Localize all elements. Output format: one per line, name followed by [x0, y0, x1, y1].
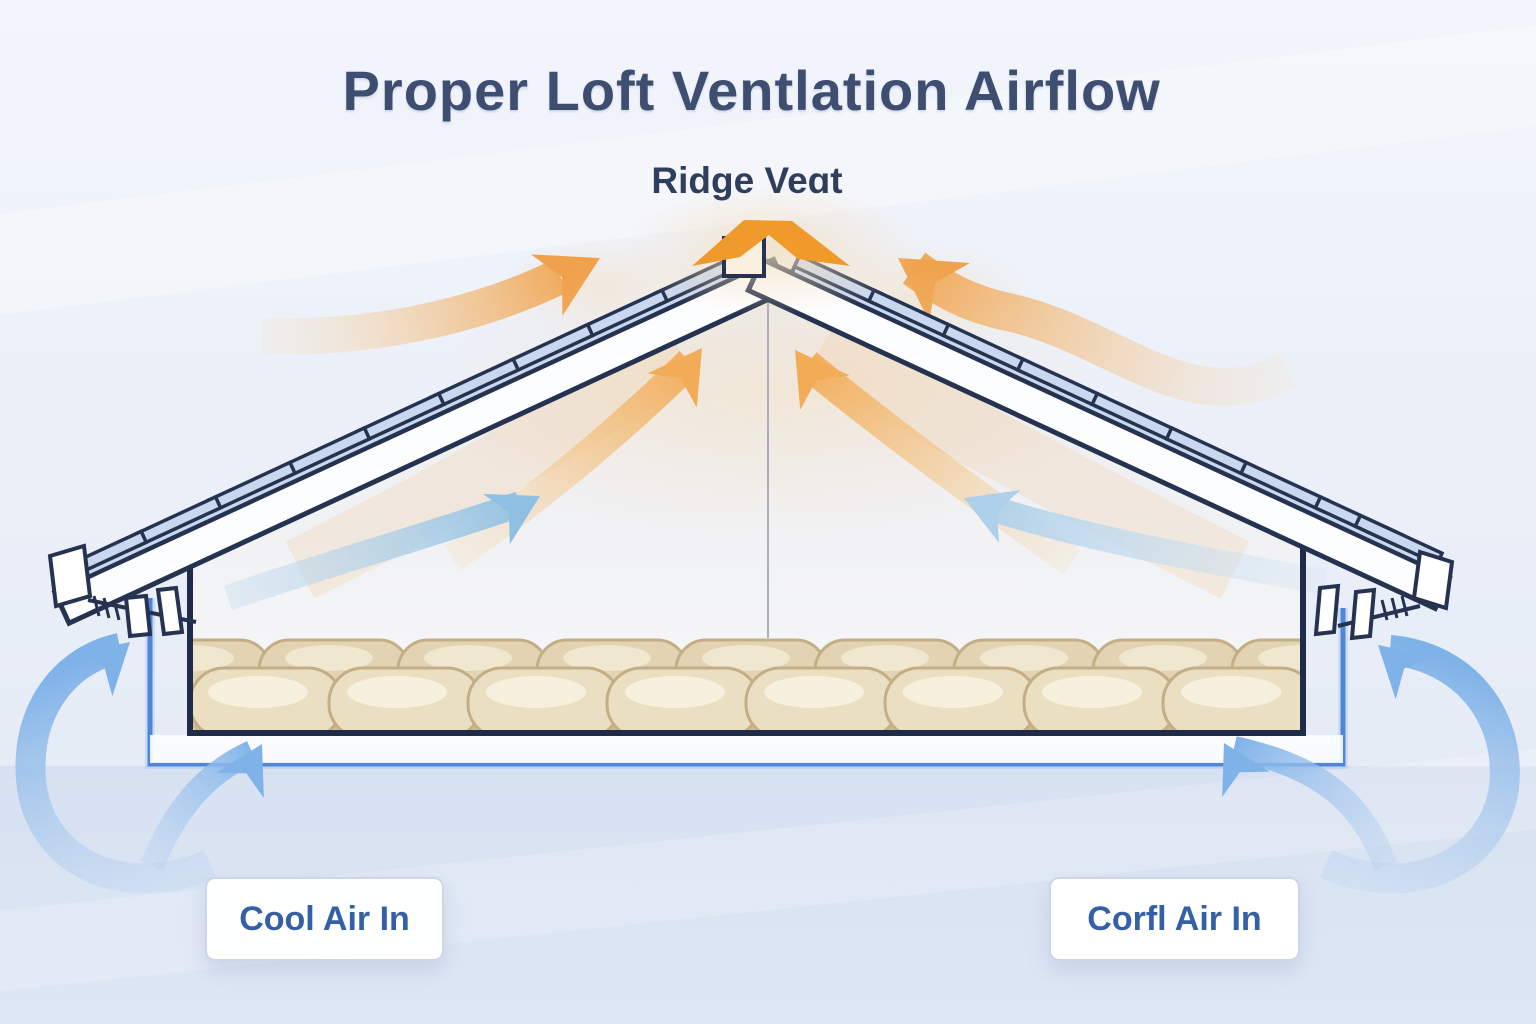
cool-air-arrow-outer-left	[15, 620, 217, 894]
cool-air-in-text-left: Cool Air In	[239, 899, 410, 938]
cool-air-in-text-right: Corfl Air In	[1087, 899, 1262, 938]
page-title: Proper Loft Ventlation Airflow	[342, 59, 1161, 122]
cool-air-arrow-inner-right	[1200, 730, 1398, 871]
cool-air-arrow-outer-right	[1319, 623, 1520, 894]
insulation-layer	[193, 638, 1303, 734]
cool-air-in-box-left: Cool Air In	[205, 877, 444, 961]
ridge-vent-cap-icon	[692, 220, 850, 266]
loft-wall-floor-outline	[187, 548, 1306, 736]
warm-air-band-left	[285, 323, 699, 599]
soffit-vent-right	[1313, 549, 1455, 641]
cool-air-in-box-right: Corfl Air In	[1049, 877, 1300, 961]
loft-interior	[190, 240, 1328, 733]
ridge-glow	[622, 185, 922, 315]
cool-air-arrow-interior-right	[953, 471, 1328, 595]
soffit-vent-left	[47, 543, 197, 639]
warm-air-arrow-interior-left	[443, 330, 727, 571]
cool-air-arrow-inner-left	[140, 731, 286, 871]
ridge-vent	[622, 185, 922, 315]
ridge-vent-label: Ridge Veɑt	[651, 160, 843, 201]
ceiling-line	[145, 598, 1348, 769]
warm-air-arrow-interior-right	[770, 332, 1081, 575]
background-streak	[0, 6, 1536, 332]
cool-air-arrow-interior-left	[223, 470, 554, 611]
insulation-front-row	[193, 666, 1303, 734]
